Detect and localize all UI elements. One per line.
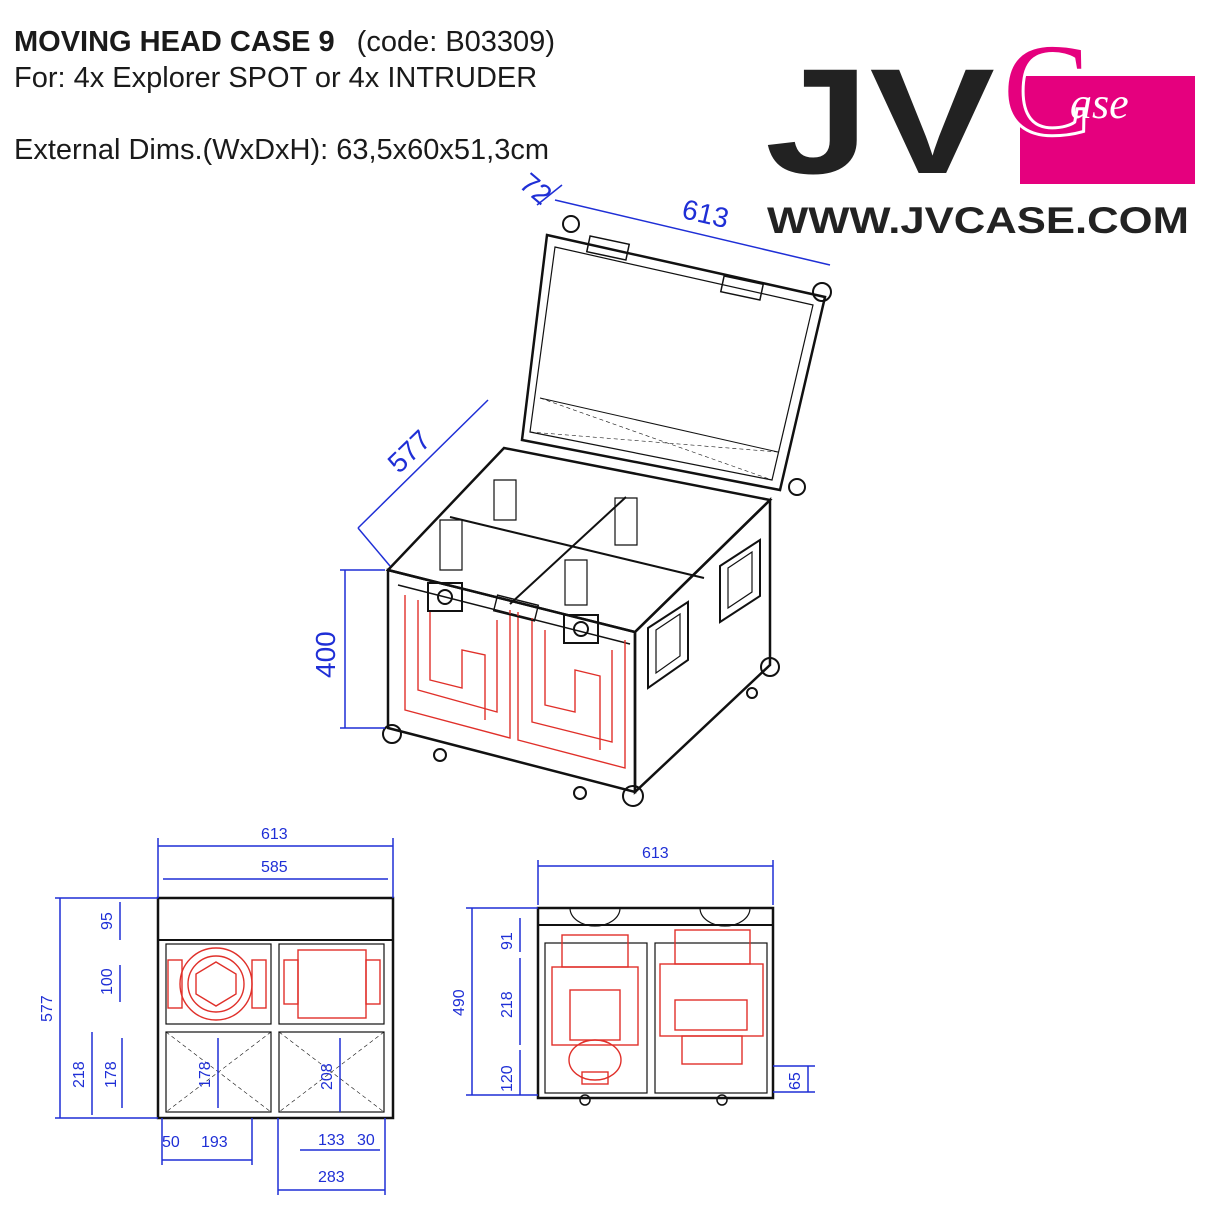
front-handle [492,594,540,622]
dim-top-right-gap: 30 [357,1132,375,1149]
dim-top-left-gap: 50 [162,1134,180,1151]
logo-badge-text: ase [1070,79,1129,128]
case-code: (code: B03309) [356,26,555,58]
jvcase-logo: JV C ase WWW.JVCASE.COM [765,28,1195,241]
latch [427,582,463,612]
dim-top-left-cell: 193 [201,1134,228,1151]
caster-wheel [746,687,758,699]
caster-wheel [579,1094,591,1106]
dim-side-width: 613 [642,845,669,862]
corner-ball [562,215,580,233]
case-title: MOVING HEAD CASE 9 [14,26,335,58]
dim-side-bottom: 120 [499,1065,516,1092]
dim-top-lower-inner-c: 208 [319,1063,336,1090]
dim-depth: 577 [382,424,437,479]
side-handle [719,538,761,624]
fixture-front-right [517,612,626,769]
corner-ball [622,785,644,807]
corner-ball [812,282,832,302]
logo-website: WWW.JVCASE.COM [767,200,1189,241]
top-fixture-intruder [283,949,381,1019]
dim-side-middle: 218 [499,991,516,1018]
caster-wheel [716,1094,728,1106]
dim-top-cutout: 100 [99,968,116,995]
dim-top-lower-inner-a: 178 [103,1061,120,1088]
dim-side-foot: 65 [787,1072,804,1090]
dim-height: 400 [310,631,341,678]
dim-side-top: 91 [499,932,516,950]
top-fixture-spot [167,947,267,1021]
case-body [382,446,780,807]
side-fixture-intruder [659,929,764,1065]
external-dimensions-line: External Dims.(WxDxH): 63,5x60x51,3cm [14,134,550,166]
latch [563,614,599,644]
logo-badge-letter: C [1003,28,1090,162]
lid-handle-left [585,235,631,261]
case-lid [520,215,832,496]
logo-letters: JV [765,37,995,205]
dim-top-lower-compartment: 218 [71,1061,88,1088]
dim-width: 613 [679,193,731,234]
lid-handle-right [719,275,765,301]
dim-top-outer-width: 613 [261,826,288,843]
side-handle [647,600,689,690]
side-fixture-spot [551,934,639,1085]
corner-ball [760,657,780,677]
dim-lid-depth: 72 [514,167,558,211]
logo-badge [1020,76,1195,184]
dim-top-right-total: 283 [318,1169,345,1186]
case-title-line: MOVING HEAD CASE 9 (code: B03309) [14,26,555,59]
side-view-outline [536,906,775,1100]
dim-top-inner-width: 585 [261,859,288,876]
compatibility-line: For: 4x Explorer SPOT or 4x INTRUDER [14,62,538,94]
caster-wheel [433,748,447,762]
side-view: 613 490 91 218 120 65 [451,845,815,1106]
isometric-case-view: 72 613 577 400 [310,167,832,807]
dim-top-right-cell: 133 [318,1132,345,1149]
corner-ball [788,478,806,496]
dim-side-height: 490 [451,989,468,1016]
dim-top-total-depth: 577 [39,995,56,1022]
top-view: 613 585 577 95 100 218 178 178 208 50 19… [39,826,395,1195]
caster-wheel [573,786,587,800]
dim-top-lid-compartment: 95 [99,912,116,930]
fixture-front-left [404,595,511,739]
corner-ball [382,724,402,744]
top-view-outline [156,896,395,1120]
dim-top-lower-inner-b: 178 [197,1061,214,1088]
